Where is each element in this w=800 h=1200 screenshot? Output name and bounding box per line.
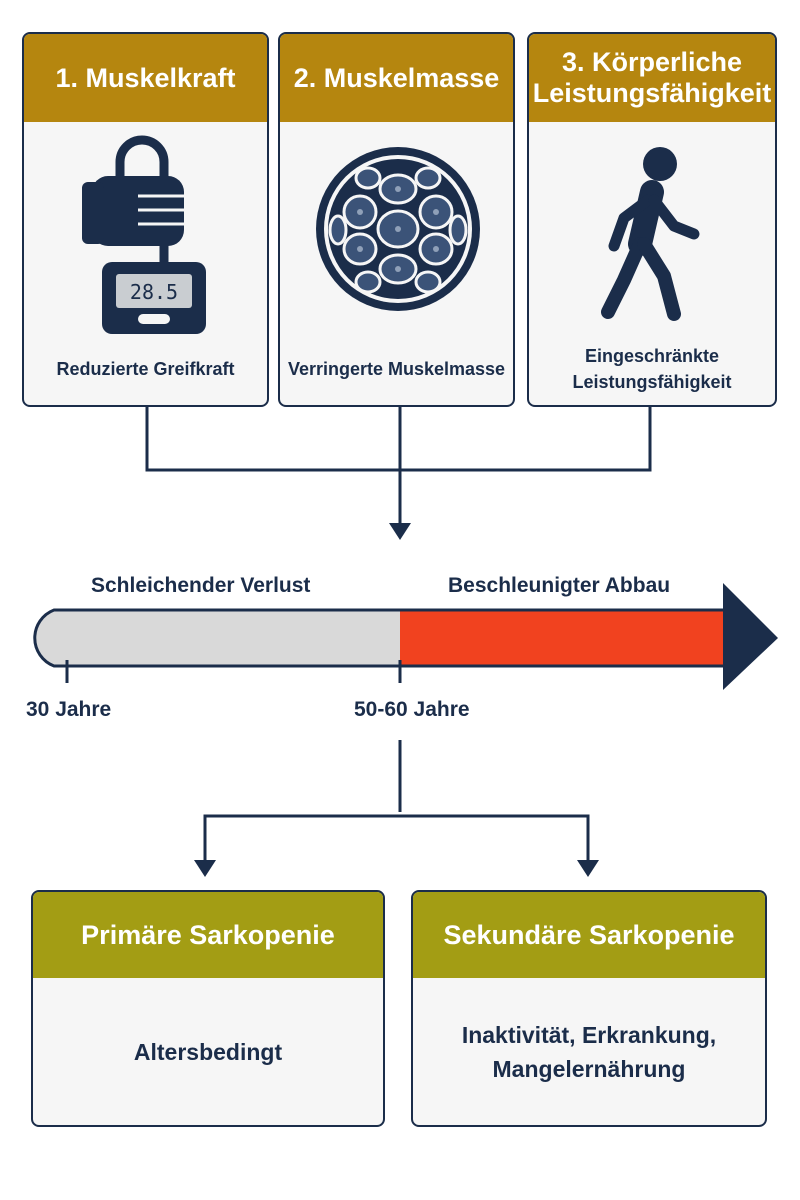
tick-label-50-60: 50-60 Jahre xyxy=(354,698,470,721)
criterion-caption: Reduzierte Greifkraft xyxy=(56,359,235,379)
type-title: Sekundäre Sarkopenie xyxy=(413,892,765,978)
walking-person-icon xyxy=(601,147,700,321)
timeline-fast-segment xyxy=(400,610,730,666)
criterion-title: 3. Körperliche Leistungsfähigkeit xyxy=(529,34,775,122)
criterion-title: 1. Muskelkraft xyxy=(24,34,267,122)
criterion-card-mass: 2. Muskelmasse Verringerte Muskelmasse xyxy=(278,32,515,407)
connector-from-criteria xyxy=(145,406,652,527)
tick-label-30: 30 Jahre xyxy=(26,698,112,721)
criterion-caption: Eingeschränkte Leistungsfähigkeit xyxy=(572,346,732,392)
connector-to-types xyxy=(203,740,590,865)
timeline-slow-segment xyxy=(34,610,400,666)
dynamometer-display: 28.5 xyxy=(130,280,178,304)
hand-dynamometer-icon: 28.5 xyxy=(82,135,206,334)
muscle-cross-section-icon xyxy=(316,147,480,311)
criterion-caption: Verringerte Muskelmasse xyxy=(287,359,506,379)
timeline-outline xyxy=(33,608,728,668)
arrowhead-down-center xyxy=(389,523,411,540)
arrowhead-down-left xyxy=(194,860,216,877)
type-title: Primäre Sarkopenie xyxy=(33,892,383,978)
timeline-arrowhead xyxy=(723,583,778,690)
criterion-title: 2. Muskelmasse xyxy=(280,34,513,122)
timeline-bar xyxy=(33,583,778,690)
criterion-card-strength: 1. Muskelkraft 28.5 Reduzierte Greifkraf… xyxy=(22,32,269,407)
criterion-card-performance: 3. Körperliche Leistungsfähigkeit Einges… xyxy=(527,32,777,407)
arrowhead-down-right xyxy=(577,860,599,877)
phase-fast-label: Beschleunigter Abbau xyxy=(448,574,671,597)
type-description: Altersbedingt xyxy=(133,1038,283,1065)
type-card-secondary: Sekundäre Sarkopenie Inaktivität, Erkran… xyxy=(411,890,767,1127)
phase-slow-label: Schleichender Verlust xyxy=(91,574,311,597)
type-description: Inaktivität, Erkrankung, Mangelernährung xyxy=(461,1021,717,1082)
type-card-primary: Primäre Sarkopenie Altersbedingt xyxy=(31,890,385,1127)
